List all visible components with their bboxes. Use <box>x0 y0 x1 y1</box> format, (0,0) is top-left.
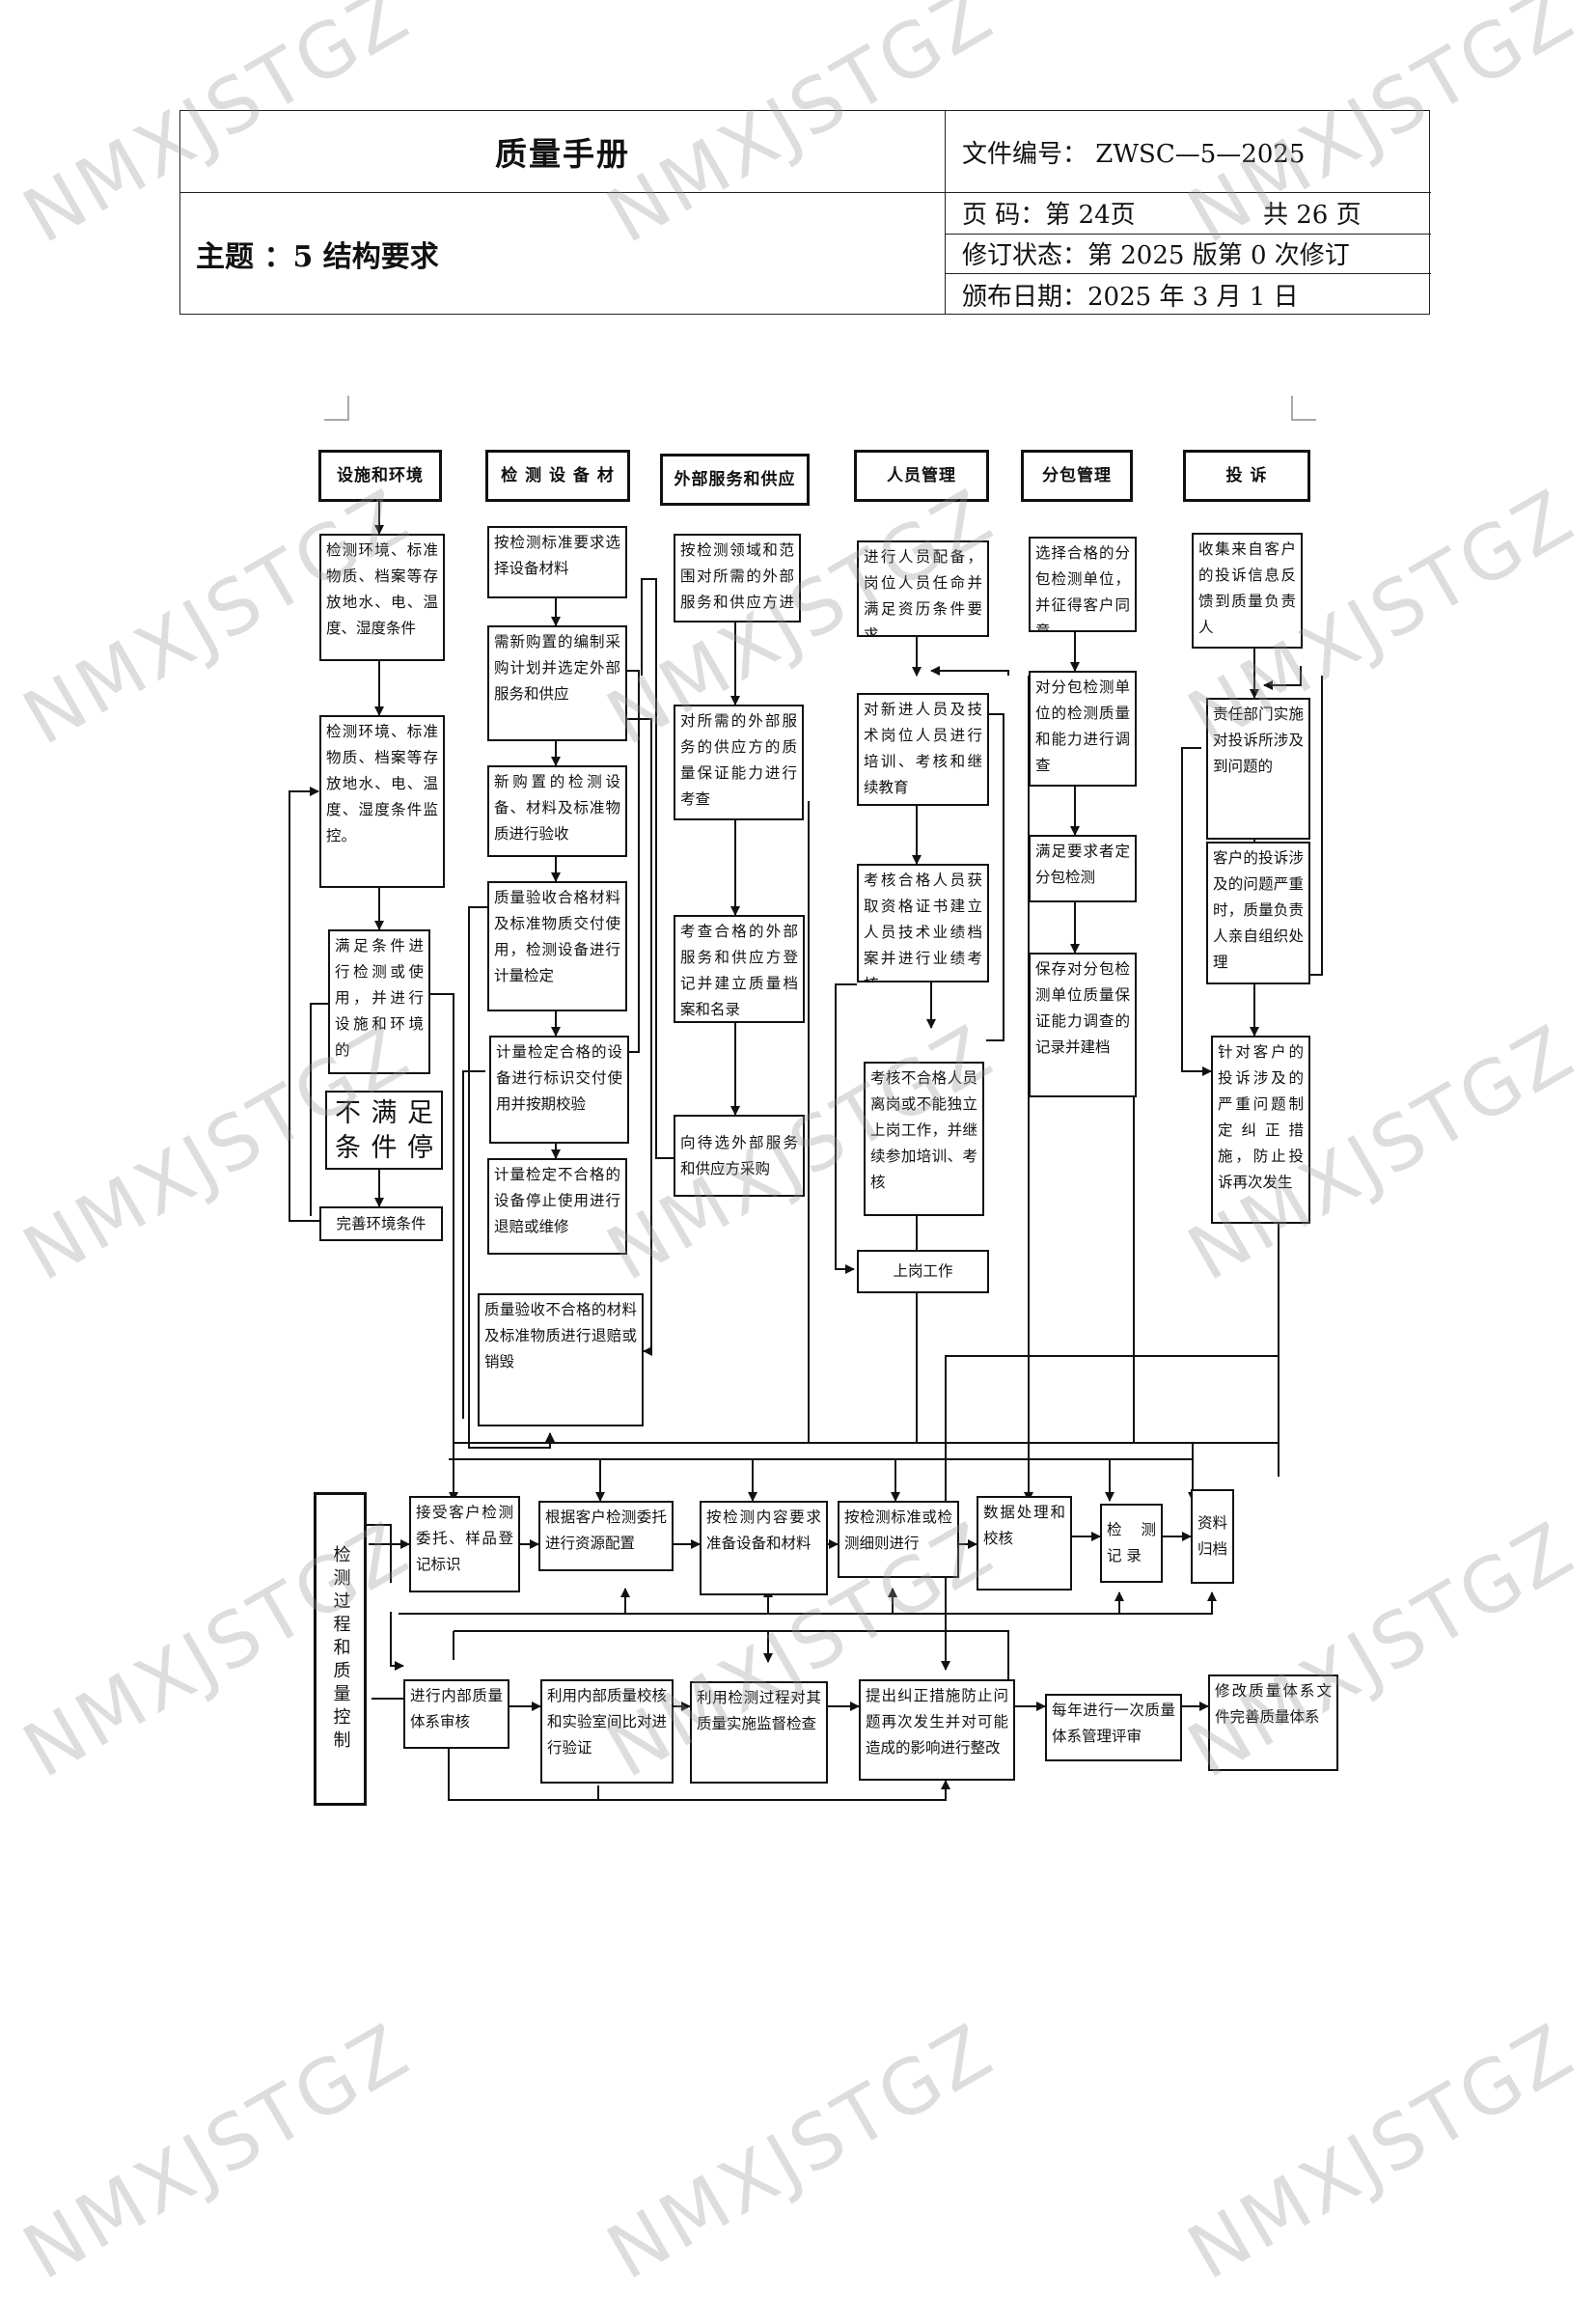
flow-box-responsible-dept: 责任部门实施对投诉所涉及到问题的 <box>1206 698 1310 840</box>
flow-box-data-processing: 数据处理和校核 <box>977 1496 1072 1591</box>
flow-box-corrective-action: 提出纠正措施防止问题再次发生并对可能造成的影响进行整改 <box>859 1679 1015 1781</box>
flow-box-training: 对新进人员及技术岗位人员进行培训、考核和继续教育 <box>857 693 989 806</box>
flow-box-prepare-equipment: 按检测内容要求准备设备和材料 <box>700 1501 828 1595</box>
flow-box-supplier-registry: 考查合格的外部服务和供应方登记并建立质量档案和名录 <box>674 915 805 1023</box>
doc-title: 质量手册 <box>495 135 630 173</box>
flow-box-acceptance: 新购置的检测设备、材料及标准物质进行验收 <box>487 765 627 857</box>
issue-date: 颁布日期：2025 年 3 月 1 日 <box>962 282 1299 312</box>
flow-box-env-conditions: 检测环境、标准物质、档案等存放地水、电、温度、湿度条件 <box>319 534 445 661</box>
flow-box-purchase-plan: 需新购置的编制采购计划并选定外部服务和供应 <box>487 625 627 741</box>
flow-box-acceptance-fail: 质量验收不合格的材料及标准物质进行退赔或销毁 <box>478 1293 644 1426</box>
flow-box-test-records: 检 测 记 录 <box>1100 1504 1163 1583</box>
flow-box-process-supervision: 利用检测过程对其质量实施监督检查 <box>690 1681 828 1784</box>
flow-box-conditions-not-met: 不满足条件停止检 <box>325 1091 443 1170</box>
flow-header-equipment: 检 测 设 备 材 <box>485 450 630 502</box>
flow-box-select-subcontractor: 选择合格的分包检测单位，并征得客户同意 <box>1029 537 1137 632</box>
flow-box-archiving: 资料归档 <box>1191 1489 1234 1584</box>
flow-header-facilities: 设施和环境 <box>318 450 442 502</box>
flow-header-external-services: 外部服务和供应 <box>660 454 810 506</box>
flow-process-control-label: 检测过程和质量控制 <box>314 1492 367 1806</box>
flow-header-complaints: 投 诉 <box>1183 450 1310 502</box>
flow-box-investigate-subcontractor: 对分包检测单位的检测质量和能力进行调查 <box>1029 671 1137 787</box>
topic-label: 主题 ：5 结构要求 <box>196 240 439 274</box>
flow-box-resource-allocation: 根据客户检测委托进行资源配置 <box>538 1501 674 1571</box>
page-total: 共 26 页 <box>1263 201 1362 230</box>
flow-box-failed-assessment: 考核不合格人员离岗或不能独立上岗工作，并继续参加培训、考核 <box>864 1062 984 1216</box>
flow-box-interlab-comparison: 利用内部质量校核和实验室间比对进行验证 <box>540 1679 674 1784</box>
flow-box-evaluate-suppliers: 按检测领域和范围对所需的外部服务和供应方进行评价 <box>674 534 801 623</box>
flow-box-collect-complaints: 收集来自客户的投诉信息反馈到质量负责人 <box>1192 533 1303 649</box>
flow-box-accept-commission: 接受客户检测委托、样品登记标识 <box>409 1496 520 1592</box>
header-table: 质量手册 文件编号： ZWSC—5—2025 主题 ：5 结构要求 页 码：第 … <box>179 110 1431 315</box>
flow-box-staffing: 进行人员配备，岗位人员任命并满足资历条件要求 <box>857 540 989 637</box>
doc-number: 文件编号： ZWSC—5—2025 <box>962 139 1306 169</box>
flow-header-personnel: 人员管理 <box>854 450 989 502</box>
flow-box-internal-audit: 进行内部质量体系审核 <box>403 1679 509 1749</box>
flow-box-investigate-suppliers: 对所需的外部服务的供应方的质量保证能力进行考查 <box>674 705 804 820</box>
corner-mark <box>1291 396 1316 421</box>
corner-mark <box>324 396 349 421</box>
flow-box-corrective-complaints: 针对客户的投诉涉及的严重问题制定纠正措施，防止投诉再次发生 <box>1211 1036 1310 1224</box>
flow-box-select-equipment: 按检测标准要求选择设备材料 <box>487 526 627 598</box>
flow-box-approve-subcontractor: 满足要求者定分包检测 <box>1029 835 1137 902</box>
flow-box-management-review: 每年进行一次质量体系管理评审 <box>1045 1694 1182 1761</box>
flow-box-conditions-met: 满足条件进行检测或使用，并进行设施和环境的 <box>328 929 430 1074</box>
flow-box-qualified-delivery: 质量验收合格材料及标准物质交付使用，检测设备进行计量检定 <box>487 881 627 1011</box>
flow-box-subcontractor-records: 保存对分包检测单位质量保证能力调查的记录并建档 <box>1029 953 1137 1097</box>
flow-box-improve-env: 完善环境条件 <box>319 1206 443 1241</box>
flow-box-revise-system: 修改质量体系文件完善质量体系 <box>1208 1674 1338 1771</box>
flow-box-serious-complaints: 客户的投诉涉及的问题严重时，质量负责人亲自组织处理 <box>1206 842 1310 984</box>
flow-box-env-monitoring: 检测环境、标准物质、档案等存放地水、电、温度、湿度条件监控。 <box>319 715 445 888</box>
flow-box-certified: 考核合格人员获取资格证书建立人员技术业绩档案并进行业绩考核 <box>857 864 989 982</box>
page-number: 页 码：第 24页 <box>962 201 1136 230</box>
flow-box-calibration-pass: 计量检定合格的设备进行标识交付使用并按期校验 <box>489 1036 629 1144</box>
flow-box-purchase: 向待选外部服务和供应方采购 <box>674 1115 805 1197</box>
revision-status: 修订状态：第 2025 版第 0 次修订 <box>962 241 1350 270</box>
flow-box-on-duty: 上岗工作 <box>857 1250 989 1293</box>
flow-header-subcontract: 分包管理 <box>1021 450 1133 502</box>
flow-box-calibration-fail: 计量检定不合格的设备停止使用进行退赔或维修 <box>487 1158 627 1255</box>
flow-box-perform-testing: 按检测标准或检测细则进行 <box>838 1501 959 1578</box>
